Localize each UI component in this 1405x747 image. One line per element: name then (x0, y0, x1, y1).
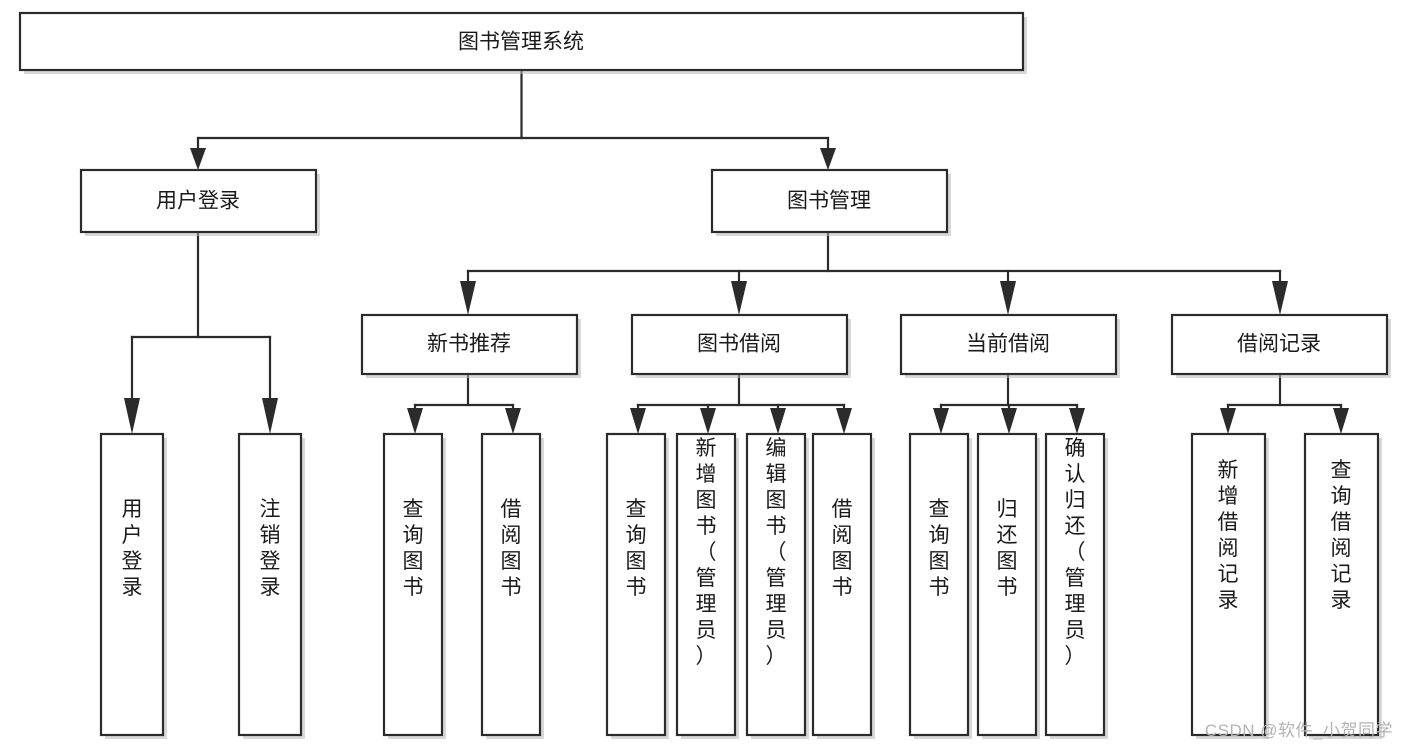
node-leaf-6[interactable]: 新增图书（管理员） (675, 432, 739, 739)
node-leaf-6-box (675, 432, 737, 737)
csdn-watermark: CSDN @软件_小贺同学 (1204, 721, 1393, 740)
arrow-head-leaf-2 (262, 398, 278, 434)
node-leaf-8-box (811, 432, 873, 737)
node-leaf-8-label: 借阅图书 (832, 498, 853, 599)
node-leaf-11-label: 确认归还（管理员） (1065, 437, 1086, 668)
node-current[interactable]: 当前借阅 (899, 313, 1120, 378)
node-leaf-4-box (480, 432, 542, 737)
node-borrow-label: 图书借阅 (697, 333, 781, 356)
node-leaf-10[interactable]: 归还图书 (976, 432, 1040, 739)
node-leaf-11[interactable]: 确认归还（管理员） (1044, 432, 1108, 739)
node-bookmgmt-box (710, 168, 949, 234)
node-leaf-4[interactable]: 借阅图书 (480, 432, 544, 739)
node-current-label: 当前借阅 (966, 333, 1050, 356)
node-leaf-9-box (908, 432, 970, 737)
node-newbook-label: 新书推荐 (427, 333, 511, 356)
node-leaf-8[interactable]: 借阅图书 (811, 432, 875, 739)
arrow-head-records (1272, 281, 1288, 315)
arrow-head-bookmgmt (820, 148, 836, 170)
node-login[interactable]: 用户登录 (79, 168, 320, 236)
arrow-head-borrow (731, 281, 747, 315)
node-records-label: 借阅记录 (1237, 333, 1321, 356)
node-records-box (1170, 313, 1389, 376)
node-leaf-1-box (99, 432, 165, 737)
node-leaf-4-label: 借阅图书 (501, 498, 522, 599)
node-leaf-3-box (382, 432, 444, 737)
arrow-head-leaf-4 (505, 408, 521, 434)
node-leaf-5-label: 查询图书 (626, 498, 647, 599)
node-root-box (18, 11, 1025, 72)
arrow-head-leaf-9 (933, 408, 949, 434)
node-leaf-13[interactable]: 查询借阅记录 (1303, 432, 1382, 739)
node-root[interactable]: 图书管理系统 (18, 11, 1027, 74)
node-leaf-7[interactable]: 编辑图书（管理员） (745, 432, 809, 739)
arrow-head-login (190, 148, 206, 170)
arrow-head-leaf-10 (1001, 408, 1017, 434)
node-borrow[interactable]: 图书借阅 (630, 313, 851, 378)
node-leaf-13-label: 查询借阅记录 (1331, 459, 1352, 612)
node-leaf-9-label: 查询图书 (929, 498, 950, 599)
node-bookmgmt-label: 图书管理 (787, 190, 871, 213)
node-leaf-7-box (745, 432, 807, 737)
node-leaf-12-label: 新增借阅记录 (1218, 459, 1239, 612)
node-bookmgmt[interactable]: 图书管理 (710, 168, 951, 236)
node-newbook-box (360, 313, 579, 376)
node-leaf-1-label: 用户登录 (122, 498, 143, 599)
arrow-head-leaf-13 (1333, 408, 1349, 434)
arrow-head-newbook (460, 281, 476, 315)
node-leaf-10-label: 归还图书 (997, 498, 1018, 599)
node-leaf-2-label: 注销登录 (260, 498, 281, 599)
arrow-head-leaf-11 (1069, 408, 1085, 434)
node-leaf-2-box (237, 432, 303, 737)
arrow-head-leaf-5 (630, 408, 646, 434)
node-current-box (899, 313, 1118, 376)
node-login-label: 用户登录 (156, 190, 240, 213)
node-leaf-2[interactable]: 注销登录 (237, 432, 305, 739)
node-leaf-11-box (1044, 432, 1106, 737)
node-leaf-1[interactable]: 用户登录 (99, 432, 167, 739)
arrow-head-current (1000, 281, 1016, 315)
node-records[interactable]: 借阅记录 (1170, 313, 1391, 378)
node-leaf-10-box (976, 432, 1038, 737)
arrow-head-leaf-7 (770, 408, 786, 434)
node-leaf-13-box (1303, 432, 1380, 737)
connector-layer (124, 68, 1349, 434)
node-borrow-box (630, 313, 849, 376)
arrow-head-leaf-3 (407, 408, 423, 434)
arrow-head-leaf-8 (836, 408, 852, 434)
node-leaf-12[interactable]: 新增借阅记录 (1190, 432, 1269, 739)
node-leaf-5-box (605, 432, 667, 737)
node-root-label: 图书管理系统 (458, 31, 584, 54)
node-login-box (79, 168, 318, 234)
node-leaf-12-box (1190, 432, 1267, 737)
node-leaf-3-label: 查询图书 (403, 498, 424, 599)
node-leaf-3[interactable]: 查询图书 (382, 432, 446, 739)
node-newbook[interactable]: 新书推荐 (360, 313, 581, 378)
arrow-head-leaf-12 (1220, 408, 1236, 434)
node-leaf-5[interactable]: 查询图书 (605, 432, 669, 739)
node-leaf-6-label: 新增图书（管理员） (696, 437, 717, 668)
node-leaf-7-label: 编辑图书（管理员） (766, 437, 787, 668)
arrow-head-leaf-6 (700, 408, 716, 434)
node-leaf-9[interactable]: 查询图书 (908, 432, 972, 739)
arrow-head-leaf-1 (124, 398, 140, 434)
